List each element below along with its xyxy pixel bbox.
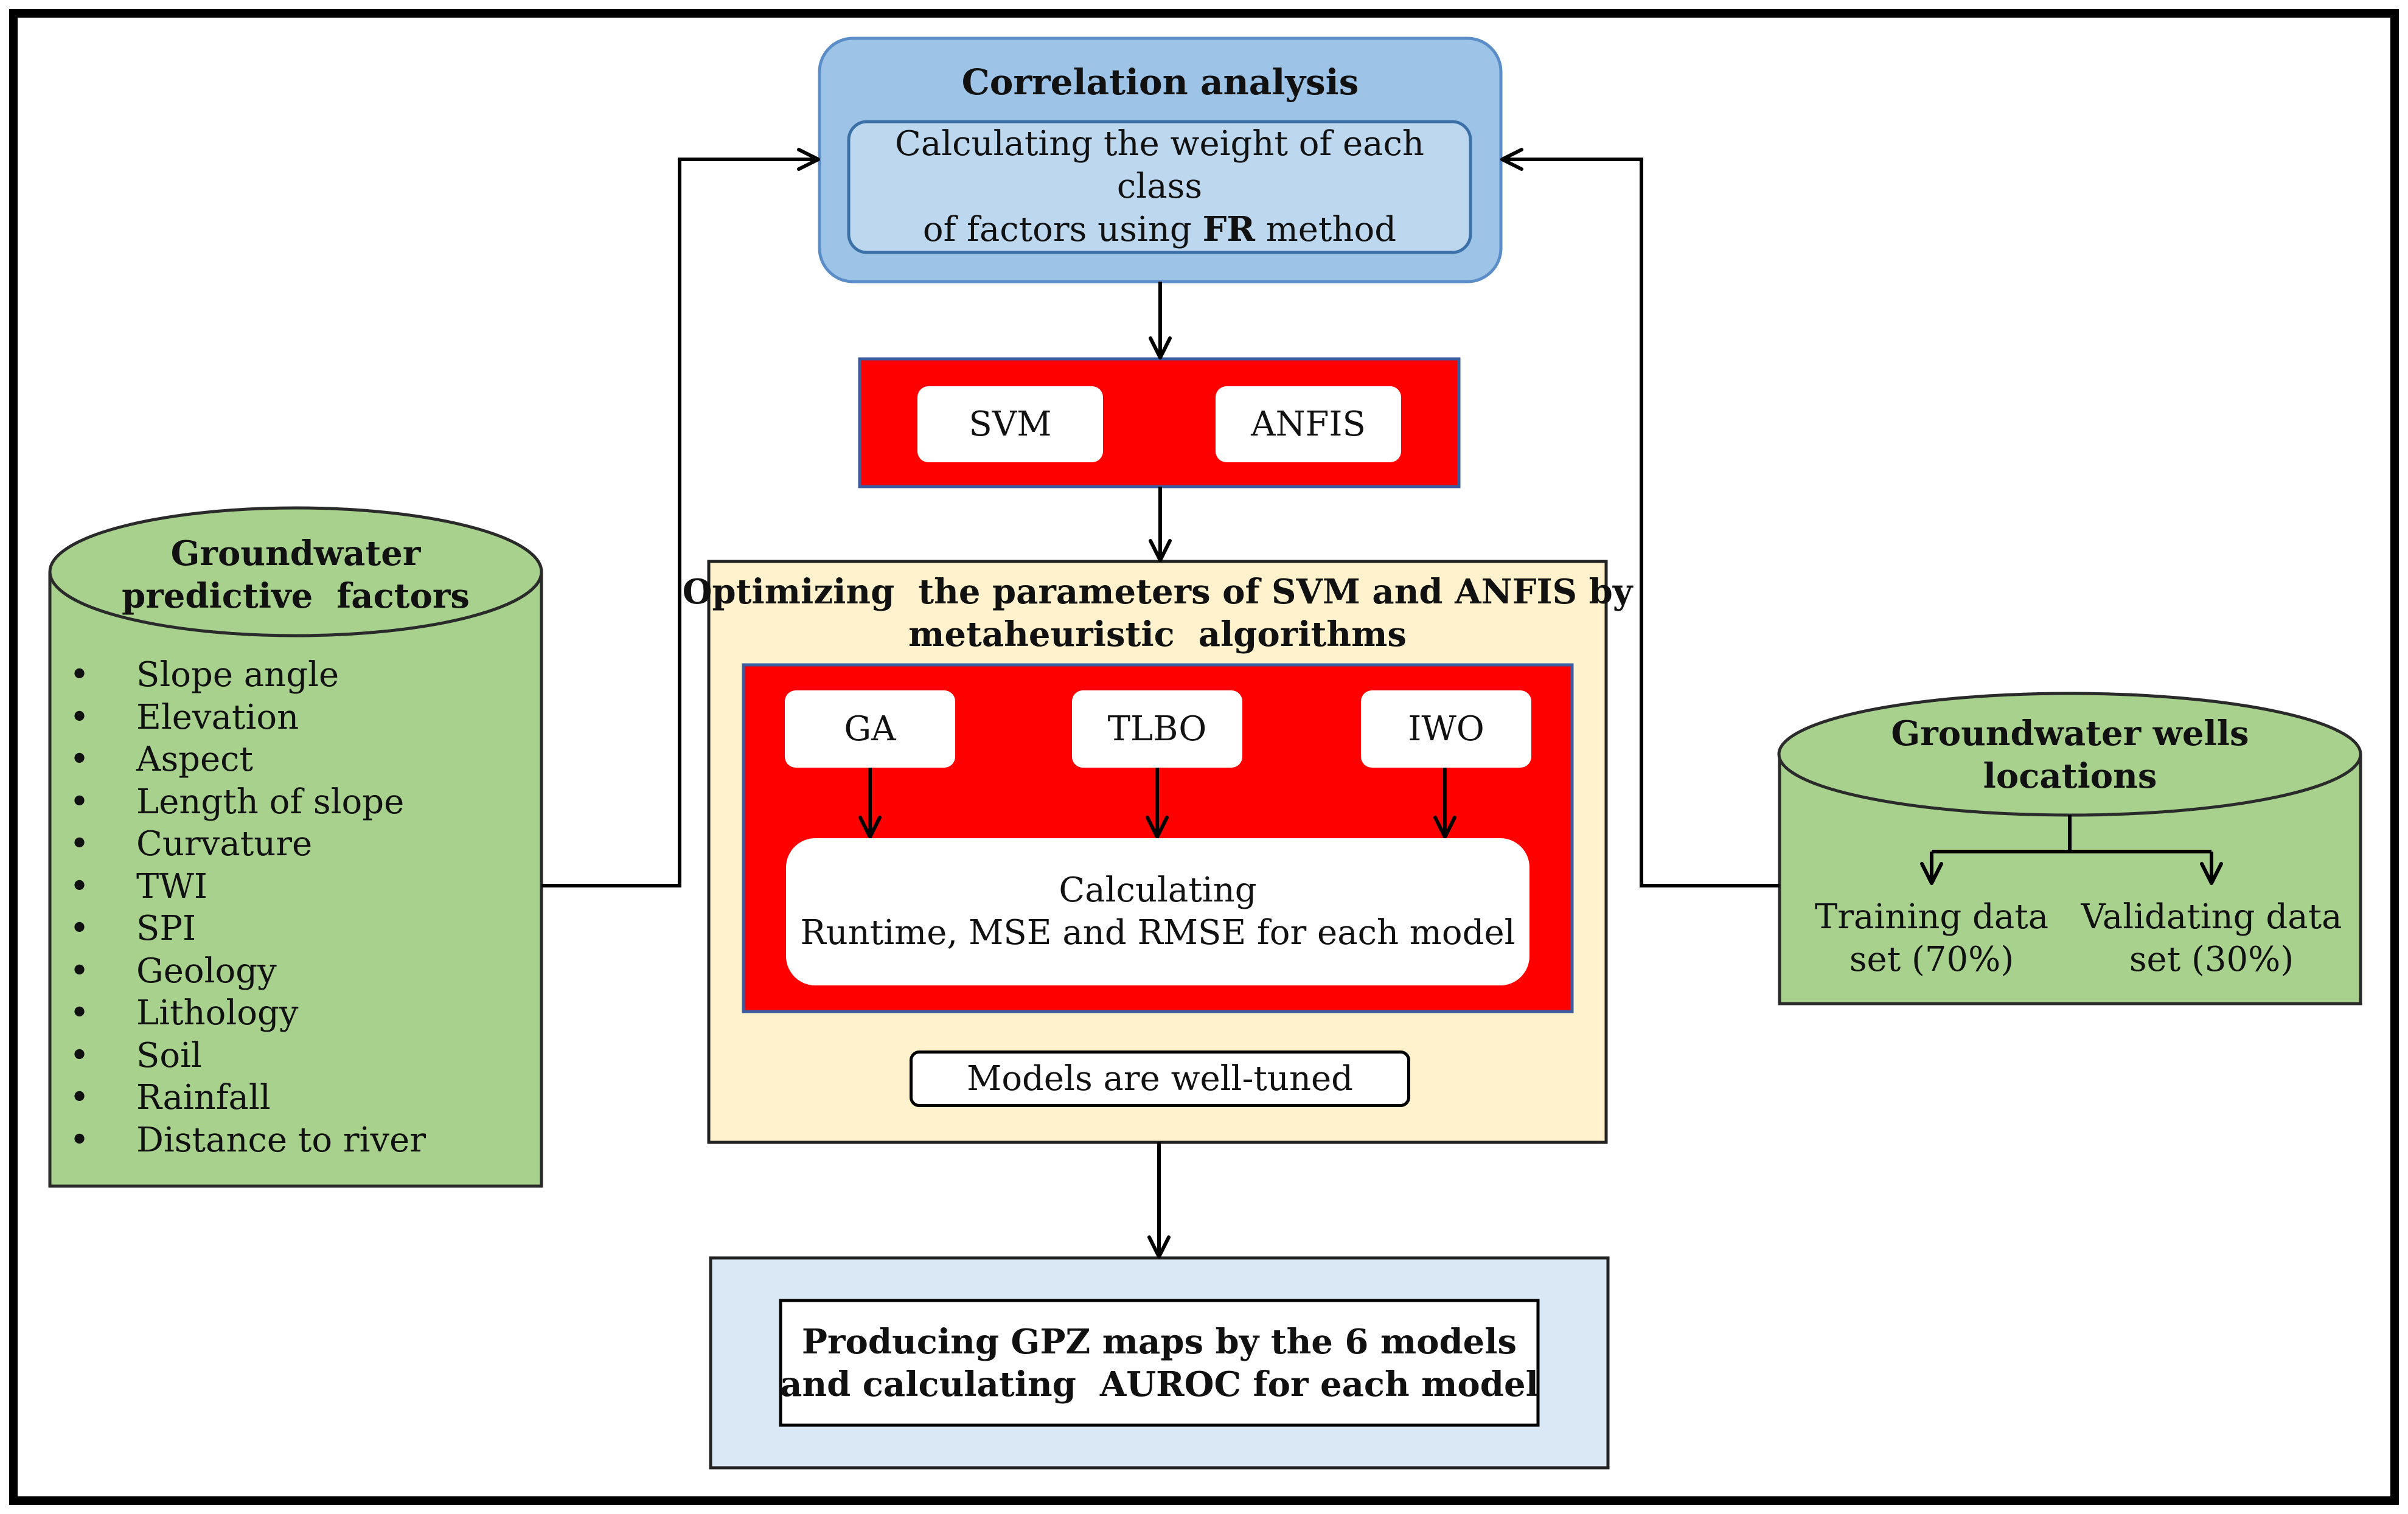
predictive-factors-title: Groundwater predictive factors <box>50 530 541 619</box>
optimizing-title-line1: Optimizing the parameters of SVM and ANF… <box>682 571 1633 612</box>
predictive-factors-list: Slope angle Elevation Aspect Length of s… <box>50 654 541 1161</box>
output-line2: and calculating AUROC for each model <box>780 1364 1539 1405</box>
correlation-inner-box <box>847 120 1472 254</box>
optimizing-title: Optimizing the parameters of SVM and ANF… <box>683 569 1633 657</box>
anfis-box: ANFIS <box>1216 386 1401 462</box>
factor-item: Aspect <box>50 738 541 781</box>
factor-item: TWI <box>50 866 541 908</box>
optimizing-title-line2: metaheuristic algorithms <box>908 614 1407 655</box>
wells-title-line2: locations <box>1983 755 2157 796</box>
factor-item: Length of slope <box>50 781 541 824</box>
fr-method-name: FR <box>1202 209 1255 249</box>
factor-item: Geology <box>50 950 541 993</box>
factor-item: Curvature <box>50 823 541 866</box>
factor-item: Rainfall <box>50 1077 541 1119</box>
calculating-line1: Calculating <box>1059 870 1257 910</box>
output-line1: Producing GPZ maps by the 6 models <box>801 1321 1517 1362</box>
correlation-line2-prefix: of factors using <box>922 210 1203 249</box>
factor-item: SPI <box>50 908 541 950</box>
well-tuned-box: Models are well-tuned <box>910 1050 1410 1107</box>
wells-title-line1: Groundwater wells <box>1891 713 2249 754</box>
ga-box: GA <box>785 690 955 768</box>
training-line2: set (70%) <box>1849 939 2014 979</box>
correlation-line2-suffix: method <box>1254 210 1397 249</box>
predictive-factors-title-line2: predictive factors <box>122 575 470 616</box>
validating-data-label: Validating data set (30%) <box>2065 894 2358 982</box>
outer-frame <box>9 9 2399 1505</box>
correlation-title: Correlation analysis <box>961 61 1359 103</box>
training-data-label: Training data set (70%) <box>1789 894 2075 982</box>
connectors <box>541 148 2223 1259</box>
factor-item: Lithology <box>50 992 541 1035</box>
validating-line2: set (30%) <box>2129 939 2294 979</box>
validating-line1: Validating data <box>2081 897 2342 937</box>
iwo-box: IWO <box>1361 690 1531 768</box>
factor-item: Elevation <box>50 696 541 739</box>
connector-factors-to-correlation <box>541 148 820 887</box>
correlation-description-line1: Calculating the weight of each class <box>895 124 1424 206</box>
calculating-box: Calculating Runtime, MSE and RMSE for ea… <box>786 838 1529 985</box>
correlation-description-line2: of factors using FR method <box>923 208 1396 251</box>
svm-box: SVM <box>917 386 1103 462</box>
training-line1: Training data <box>1814 897 2049 937</box>
calculating-line2: Runtime, MSE and RMSE for each model <box>800 913 1515 953</box>
predictive-factors-title-line1: Groundwater <box>170 533 421 574</box>
wells-title: Groundwater wells locations <box>1780 710 2361 799</box>
output-inner-box <box>779 1299 1540 1427</box>
connector-wells-to-correlation <box>1500 148 1780 887</box>
factor-item: Soil <box>50 1035 541 1077</box>
factor-item: Slope angle <box>50 654 541 696</box>
factor-item: Distance to river <box>50 1119 541 1162</box>
wells-cylinder <box>1777 692 2362 1005</box>
output-text: Producing GPZ maps by the 6 models and c… <box>780 1300 1539 1425</box>
correlation-description: Calculating the weight of each class of … <box>849 122 1470 252</box>
tlbo-box: TLBO <box>1072 690 1242 768</box>
